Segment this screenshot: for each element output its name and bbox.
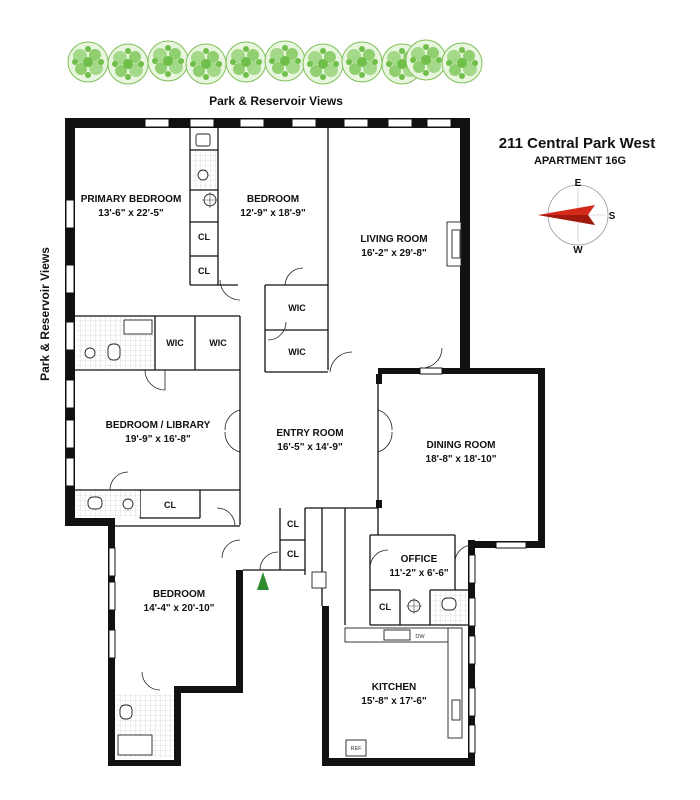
- apartment-number: APARTMENT 16G: [534, 155, 626, 167]
- refrigerator-label: REF: [351, 746, 363, 752]
- walk-in-closet-label: WIC: [166, 338, 184, 348]
- bedroom-1-name: BEDROOM: [247, 194, 299, 205]
- room-labels: PRIMARY BEDROOM 13'-6" x 22'-5" BEDROOM …: [81, 194, 497, 707]
- doors: [109, 267, 474, 691]
- compass: E S W: [538, 178, 616, 256]
- closet-label: CL: [164, 500, 176, 510]
- kitchen-name: KITCHEN: [372, 682, 416, 693]
- bedroom-2-name: BEDROOM: [153, 589, 205, 600]
- bedroom-library-size: 19'-9" x 16'-8": [125, 434, 191, 445]
- bedroom-2-size: 14'-4" x 20'-10": [144, 603, 215, 614]
- office-name: OFFICE: [401, 554, 438, 565]
- walk-in-closet-label: WIC: [288, 347, 306, 357]
- interior-walls: [75, 128, 468, 739]
- walk-in-closet-label: WIC: [288, 303, 306, 313]
- fireplace: [446, 221, 462, 267]
- building-name: 211 Central Park West: [499, 135, 655, 152]
- closet-label: CL: [287, 549, 299, 559]
- left-views-label: Park & Reservoir Views: [38, 247, 52, 381]
- closet-label: CL: [198, 266, 210, 276]
- living-room-name: LIVING ROOM: [360, 234, 427, 245]
- closet-label: CL: [287, 519, 299, 529]
- top-views-label: Park & Reservoir Views: [209, 94, 343, 108]
- office-size: 11'-2" x 6'-6": [389, 568, 449, 579]
- closet-labels: CL CL WIC WIC WIC WIC CL CL CL CL: [164, 232, 391, 612]
- primary-bedroom-name: PRIMARY BEDROOM: [81, 194, 182, 205]
- bathrooms: [76, 133, 467, 758]
- park-trees: [67, 39, 483, 85]
- kitchen-size: 15'-8" x 17'-6": [361, 696, 427, 707]
- dining-room-name: DINING ROOM: [427, 440, 496, 451]
- primary-bedroom-size: 13'-6" x 22'-5": [98, 208, 164, 219]
- closet-label: CL: [379, 602, 391, 612]
- entry-arrow-icon: [257, 572, 269, 590]
- bedroom-1-size: 12'-9" x 18'-9": [240, 208, 306, 219]
- kitchen-fixtures: [311, 571, 461, 757]
- entry-room-name: ENTRY ROOM: [276, 428, 343, 439]
- walk-in-closet-label: WIC: [209, 338, 227, 348]
- windows: [65, 118, 527, 754]
- entry-room-size: 16'-5" x 14'-9": [277, 442, 343, 453]
- living-room-size: 16'-2" x 29'-8": [361, 248, 427, 259]
- dishwasher-label: DW: [415, 634, 425, 640]
- compass-east-letter: S: [609, 211, 616, 222]
- compass-north-letter: E: [575, 178, 582, 189]
- compass-south-letter: W: [573, 245, 583, 256]
- dining-room-size: 18'-8" x 18'-10": [426, 454, 497, 465]
- closet-label: CL: [198, 232, 210, 242]
- bedroom-library-name: BEDROOM / LIBRARY: [106, 420, 211, 431]
